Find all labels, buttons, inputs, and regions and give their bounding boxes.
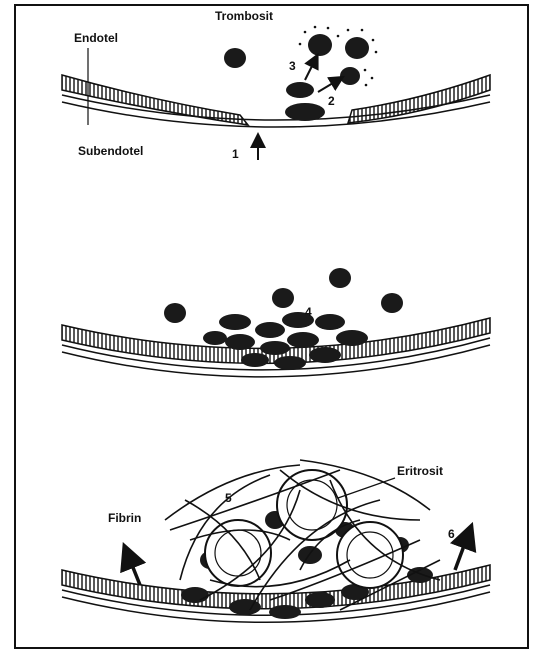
activated-platelet (340, 67, 360, 85)
label-subendotel: Subendotel (78, 144, 143, 158)
platelet (164, 303, 186, 323)
platelet (329, 268, 351, 288)
label-fibrin: Fibrin (108, 511, 141, 525)
erythrocyte (337, 522, 403, 588)
panel-top: Trombosit Endotel Subendotel 1 2 3 (62, 9, 490, 161)
adhering-platelet (286, 82, 314, 98)
step-number-6: 6 (448, 527, 455, 541)
step-number-3: 3 (289, 59, 296, 73)
label-trombosit: Trombosit (215, 9, 273, 23)
endothelium-left (62, 75, 248, 125)
arrow-fibrin (128, 555, 140, 585)
activated-platelet (345, 37, 369, 59)
label-endotel: Endotel (74, 31, 118, 45)
arrow-step-3 (305, 60, 315, 80)
eritrosit-pointer (338, 478, 395, 498)
step-number-1: 1 (232, 147, 239, 161)
granule-dots (299, 26, 378, 87)
label-eritrosit: Eritrosit (397, 464, 443, 478)
adhering-platelet (285, 103, 325, 121)
step-number-2: 2 (328, 94, 335, 108)
platelet (272, 288, 294, 308)
arrow-step-2 (318, 80, 338, 92)
step-number-4: 4 (305, 305, 312, 319)
step-number-5: 5 (225, 491, 232, 505)
panel-bottom: Eritrosit Fibrin 5 6 (62, 460, 490, 622)
panel-middle: 4 (62, 268, 490, 377)
platelet (224, 48, 246, 68)
arrow-step-6 (455, 535, 468, 570)
platelet (381, 293, 403, 313)
activated-platelet (308, 34, 332, 56)
